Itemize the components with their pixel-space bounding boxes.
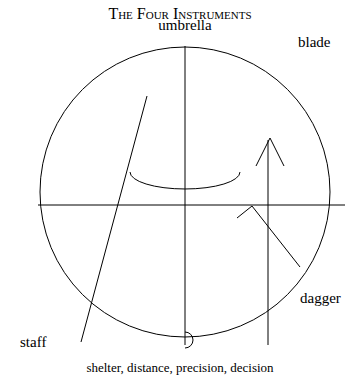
horizontal-axis	[38, 205, 345, 206]
dagger-guard	[237, 206, 252, 218]
blade-tip	[256, 138, 284, 166]
umbrella-label: umbrella	[158, 17, 211, 34]
figure-caption: shelter, distance, precision, decision	[86, 361, 273, 375]
blade-line	[268, 140, 269, 345]
blade-label: blade	[298, 34, 330, 51]
umbrella-arc	[130, 172, 240, 189]
staff-line	[81, 96, 147, 342]
dagger-label: dagger	[300, 290, 341, 307]
dagger-line	[252, 206, 300, 267]
vertical-axis	[185, 46, 186, 345]
staff-label: staff	[20, 334, 46, 351]
small-semicircle	[185, 332, 193, 348]
